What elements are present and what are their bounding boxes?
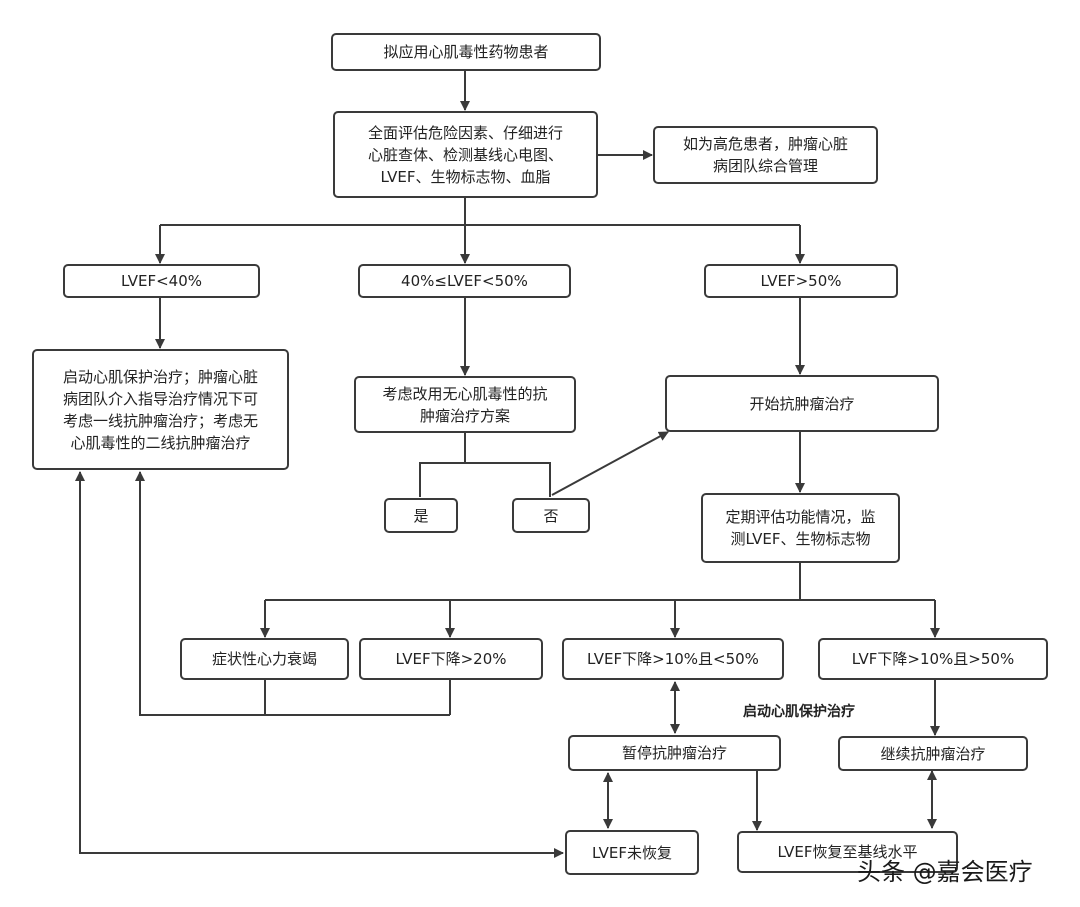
node-text-line: 暂停抗肿瘤治疗 (621, 744, 727, 762)
node-text: 启动心肌保护治疗；肿瘤心脏病团队介入指导治疗情况下可考虑一线抗肿瘤治疗；考虑无心… (63, 366, 258, 454)
node-text: 暂停抗肿瘤治疗 (622, 742, 727, 764)
node-text-line: 症状性心力衰竭 (211, 650, 317, 668)
node-lvf-drop10-gt50[interactable]: LVF下降>10%且>50% (818, 638, 1048, 680)
node-text-line: 考虑一线抗肿瘤治疗；考虑无 (62, 411, 258, 430)
node-text: 是 (413, 505, 428, 527)
node-text: 定期评估功能情况，监测LVEF、生物标志物 (725, 506, 875, 550)
node-text-line: 定期评估功能情况，监 (725, 508, 876, 526)
node-text-line: LVEF>50% (760, 272, 842, 290)
node-text: 症状性心力衰竭 (212, 648, 317, 670)
node-text-line: LVEF、生物标志物、血脂 (380, 167, 551, 186)
node-text-line: 拟应用心肌毒性药物患者 (383, 43, 549, 61)
node-text-line: LVEF下降>10%且<50% (587, 650, 759, 668)
node-text: 40%≤LVEF<50% (401, 270, 528, 292)
node-text: LVEF下降>10%且<50% (587, 648, 759, 670)
node-text: LVEF恢复至基线水平 (777, 841, 917, 863)
node-text-line: 继续抗肿瘤治疗 (880, 744, 986, 763)
label-start-cardio-protection: 启动心肌保护治疗 (743, 704, 855, 720)
node-text: LVEF未恢复 (592, 842, 672, 864)
node-text-line: 40%≤LVEF<50% (401, 272, 528, 290)
node-text-line: 启动心肌保护治疗；肿瘤心脏 (62, 367, 258, 386)
node-regular-evaluation[interactable]: 定期评估功能情况，监测LVEF、生物标志物 (701, 493, 900, 563)
node-text-line: 否 (543, 506, 559, 525)
node-no[interactable]: 否 (512, 498, 590, 533)
node-text-line: 考虑改用无心肌毒性的抗 (382, 384, 548, 403)
watermark-text: 头条 @嘉会医疗 (857, 858, 1033, 886)
node-text: 如为高危患者，肿瘤心脏病团队综合管理 (683, 133, 848, 177)
node-text: 否 (543, 505, 558, 527)
node-lvef-lt40[interactable]: LVEF<40% (63, 264, 260, 298)
node-text: LVEF下降>20% (396, 648, 507, 670)
node-start-antitumor[interactable]: 开始抗肿瘤治疗 (665, 375, 939, 432)
node-yes[interactable]: 是 (384, 498, 458, 533)
node-text: 开始抗肿瘤治疗 (749, 393, 854, 415)
node-text-line: 病团队介入指导治疗情况下可 (62, 389, 258, 408)
node-text-line: 开始抗肿瘤治疗 (749, 394, 855, 413)
node-text: LVF下降>10%且>50% (852, 648, 1014, 670)
node-text: 全面评估危险因素、仔细进行心脏查体、检测基线心电图、 LVEF、生物标志物、血脂 (368, 122, 563, 188)
node-lvef-not-recovered[interactable]: LVEF未恢复 (565, 830, 699, 875)
node-pause-antitumor[interactable]: 暂停抗肿瘤治疗 (568, 735, 781, 771)
node-text-line: 全面评估危险因素、仔细进行 (367, 123, 563, 142)
node-text: LVEF>50% (761, 270, 842, 292)
node-text-line: LVF下降>10%且>50% (851, 650, 1015, 668)
node-start-patient[interactable]: 拟应用心肌毒性药物患者 (331, 33, 601, 71)
connector-consider-yes-no (419, 433, 466, 497)
node-text: 考虑改用无心肌毒性的抗肿瘤治疗方案 (382, 383, 547, 427)
node-lvef-drop10-lt50[interactable]: LVEF下降>10%且<50% (562, 638, 784, 680)
node-text-line: LVEF未恢复 (591, 843, 673, 862)
node-lvef-40-50[interactable]: 40%≤LVEF<50% (358, 264, 571, 298)
node-continue-antitumor[interactable]: 继续抗肿瘤治疗 (838, 736, 1028, 771)
node-text-line: LVEF下降>20% (395, 650, 507, 668)
arrow-no-to-start-treatment (551, 431, 669, 496)
node-text: LVEF<40% (121, 270, 202, 292)
node-comprehensive-assessment[interactable]: 全面评估危险因素、仔细进行心脏查体、检测基线心电图、 LVEF、生物标志物、血脂 (333, 111, 598, 198)
node-text-line: 心肌毒性的二线抗肿瘤治疗 (70, 433, 251, 452)
node-text-line: 如为高危患者，肿瘤心脏 (682, 135, 848, 153)
node-text-line: LVEF恢复至基线水平 (777, 843, 918, 861)
node-lvef-gt50[interactable]: LVEF>50% (704, 264, 898, 298)
node-text-line: 测LVEF、生物标志物 (730, 530, 871, 548)
node-text: 继续抗肿瘤治疗 (880, 743, 985, 765)
node-text-line: LVEF<40% (121, 272, 202, 290)
connector-consider-no (465, 462, 551, 497)
node-lvef-recovered-baseline[interactable]: LVEF恢复至基线水平 (737, 831, 958, 873)
node-text-line: 肿瘤治疗方案 (419, 406, 510, 425)
node-text-line: 是 (413, 506, 429, 525)
node-high-risk-team[interactable]: 如为高危患者，肿瘤心脏病团队综合管理 (653, 126, 878, 184)
node-text-line: 心脏查体、检测基线心电图、 (367, 145, 563, 164)
node-lvef-drop20[interactable]: LVEF下降>20% (359, 638, 543, 680)
node-consider-non-cardiotoxic[interactable]: 考虑改用无心肌毒性的抗肿瘤治疗方案 (354, 376, 576, 433)
node-text: 拟应用心肌毒性药物患者 (383, 41, 548, 63)
arrow-loop-protect-not-recovered (75, 471, 564, 858)
node-cardio-protection-left[interactable]: 启动心肌保护治疗；肿瘤心脏病团队介入指导治疗情况下可考虑一线抗肿瘤治疗；考虑无心… (32, 349, 289, 470)
node-symptomatic-hf[interactable]: 症状性心力衰竭 (180, 638, 349, 680)
node-text-line: 病团队综合管理 (712, 157, 818, 175)
